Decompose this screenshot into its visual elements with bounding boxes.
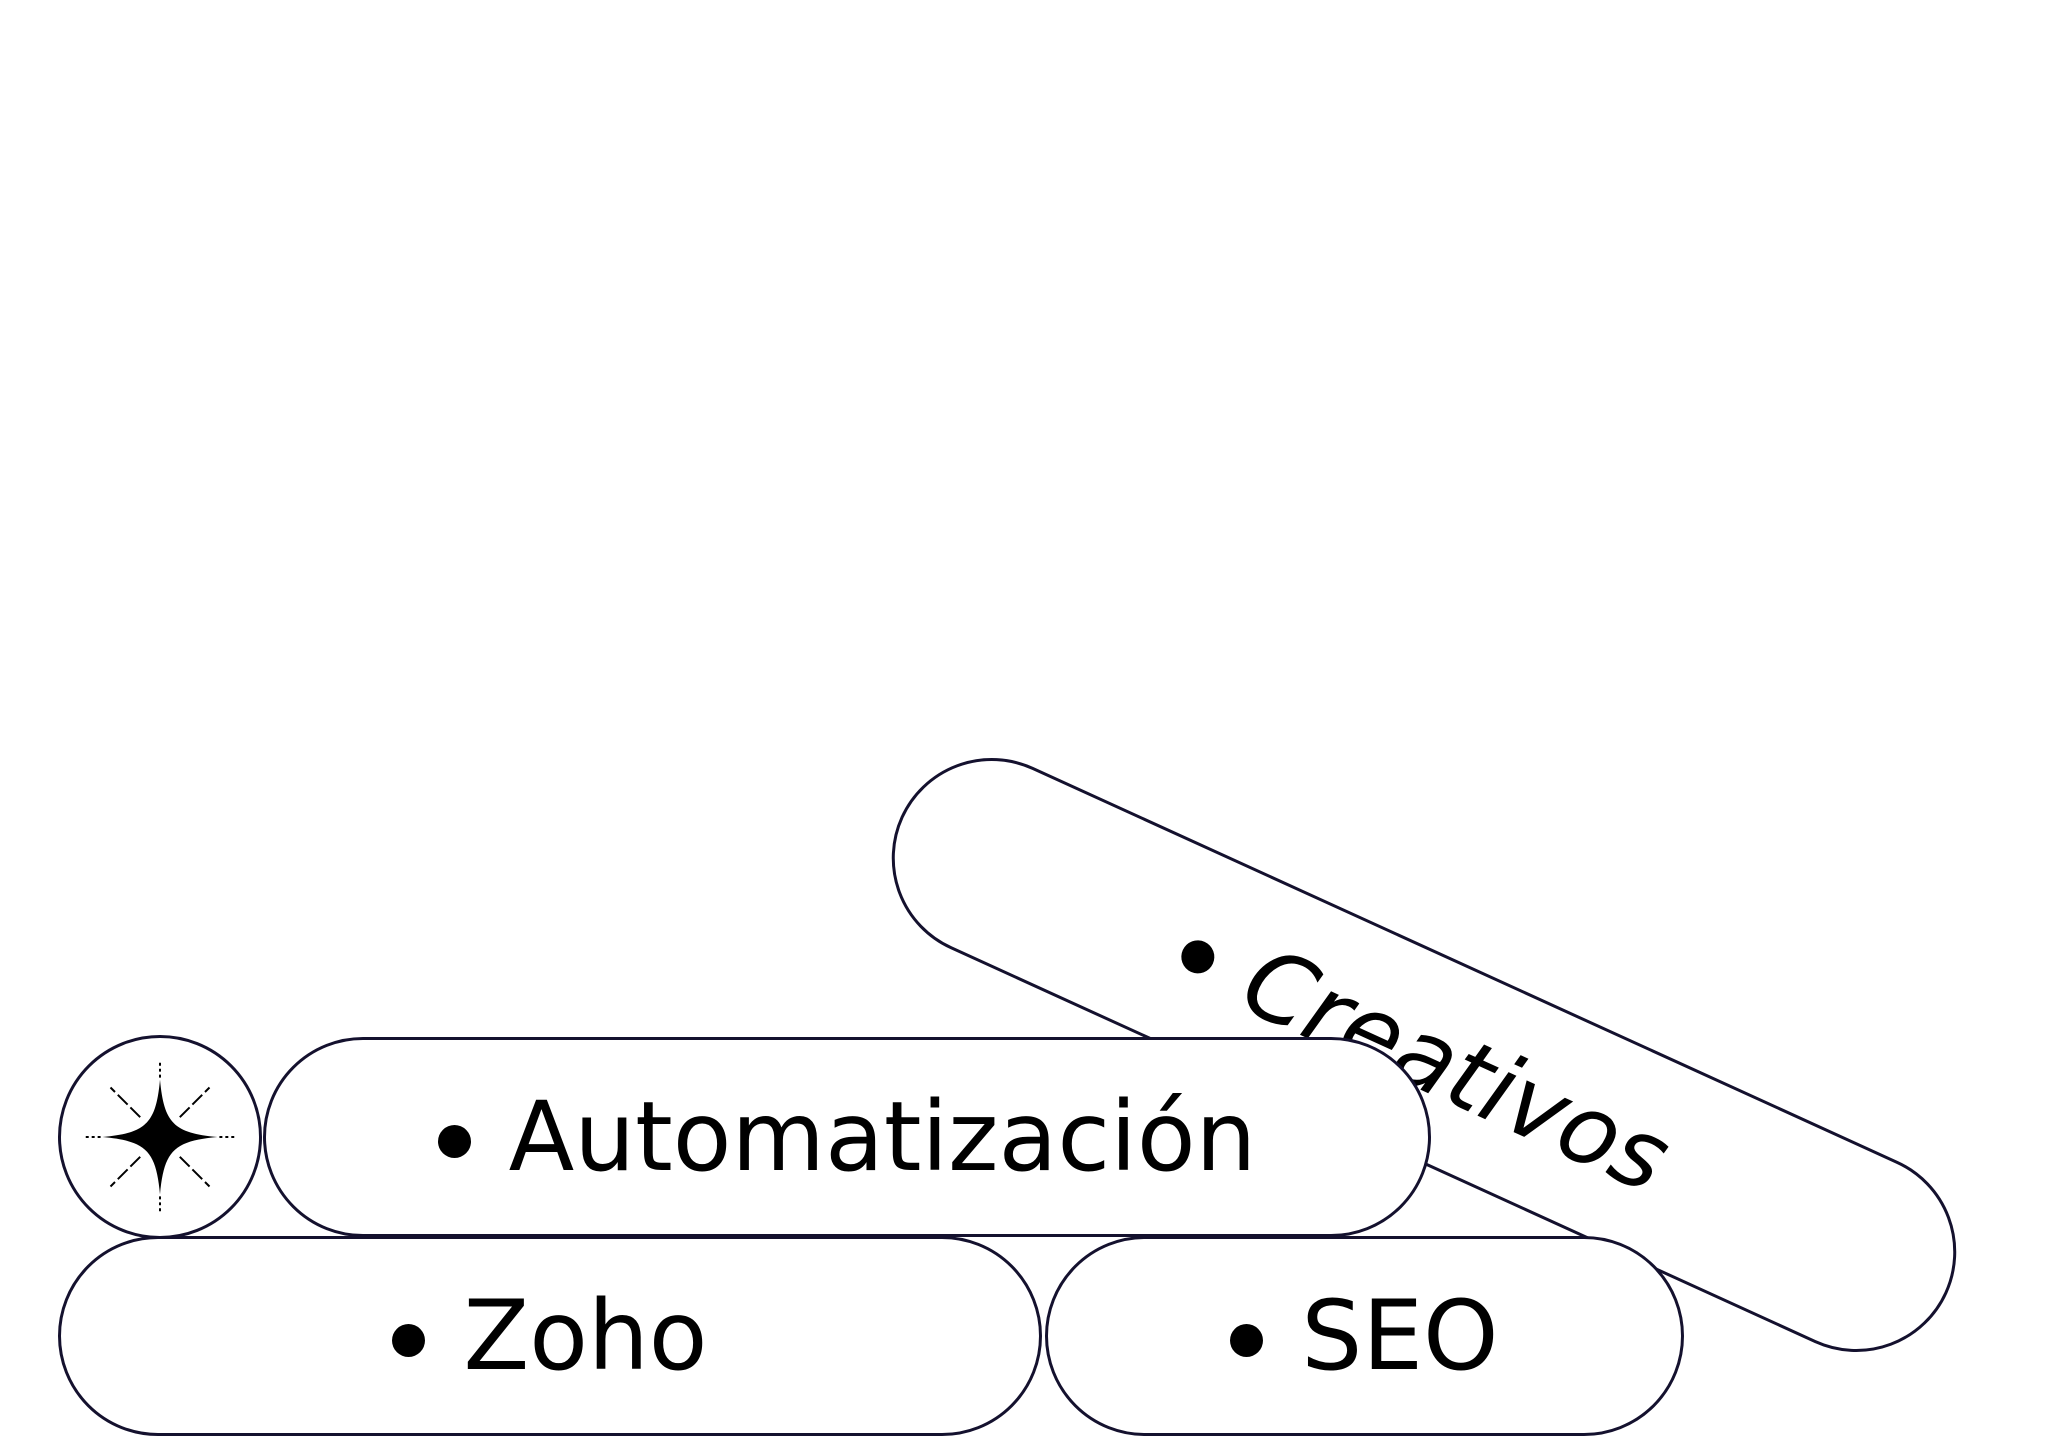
bullet-dot-icon bbox=[392, 1323, 426, 1357]
bullet-dot-icon bbox=[1176, 934, 1221, 979]
tag-zoho[interactable]: Zoho bbox=[58, 1236, 1042, 1436]
bullet-dot-icon bbox=[1230, 1323, 1264, 1357]
sparkle-icon bbox=[85, 1062, 235, 1212]
bullet-dot-icon bbox=[437, 1124, 471, 1158]
sparkle-badge bbox=[58, 1035, 262, 1239]
tag-seo[interactable]: SEO bbox=[1045, 1236, 1684, 1436]
tag-label: Zoho bbox=[463, 1280, 708, 1392]
tag-automatizacion[interactable]: Automatización bbox=[263, 1037, 1431, 1237]
tag-label: Automatización bbox=[508, 1081, 1257, 1193]
tag-label: SEO bbox=[1301, 1280, 1499, 1392]
